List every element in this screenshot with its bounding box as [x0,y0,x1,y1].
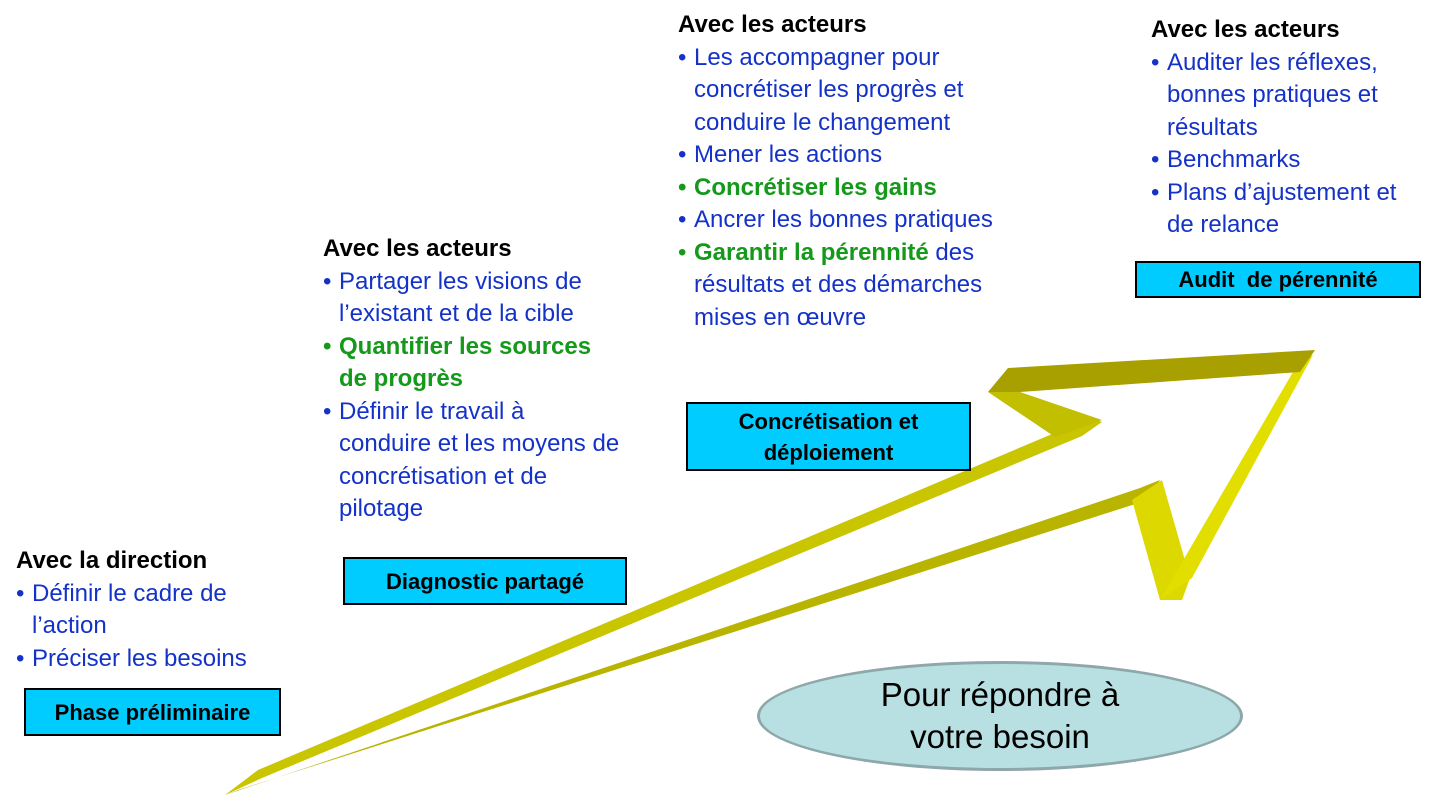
list-item-mixed: •Garantir la pérennité des résultats et … [678,238,983,331]
column-diagnostic: Avec les acteurs •Partager les visions d… [323,233,623,526]
phase-box-preliminary: Phase préliminaire [24,688,281,736]
column-heading: Avec les acteurs [1151,16,1340,43]
arrow-rise [1160,355,1313,600]
list-item: •Plans d’ajustement et de relance [1151,178,1397,239]
list-item: •Définir le cadre de l’action [16,579,227,640]
list-item: •Définir le travail à conduire et les mo… [323,397,620,523]
list-item: •Partager les visions de l’existant et d… [323,267,582,328]
arrow-upper-band [225,418,1102,795]
arrow-fold [988,392,1102,437]
list-item: •Ancrer les bonnes pratiques [678,206,993,233]
column-heading: Avec les acteurs [678,11,867,38]
column-audit: Avec les acteurs •Auditer les réflexes, … [1151,14,1411,242]
column-preliminary: Avec la direction •Définir le cadre de l… [16,545,296,675]
list-item: •Préciser les besoins [16,644,247,672]
callout-line: votre besoin [910,718,1090,755]
list-item: •Mener les actions [678,141,883,168]
list-item-highlight: •Quantifier les sources de progrès [323,332,592,393]
column-heading: Avec les acteurs [323,235,512,262]
arrow-dip [1132,480,1190,600]
arrow-top-band [988,350,1315,392]
phase-box-deployment: Concrétisation et déploiement [686,402,971,471]
callout-ellipse: Pour répondre à votre besoin [757,661,1243,771]
list-item: •Auditer les réflexes, bonnes pratiques … [1151,48,1378,141]
list-item-highlight: •Concrétiser les gains [678,173,937,201]
column-deployment: Avec les acteurs •Les accompagner pour c… [678,9,1023,334]
phase-box-diagnostic: Diagnostic partagé [343,557,627,605]
list-item: •Benchmarks [1151,146,1301,173]
phase-box-audit: Audit de pérennité [1135,261,1421,298]
callout-line: Pour répondre à [880,676,1120,713]
column-heading: Avec la direction [16,547,208,574]
list-item: •Les accompagner pour concrétiser les pr… [678,43,964,136]
